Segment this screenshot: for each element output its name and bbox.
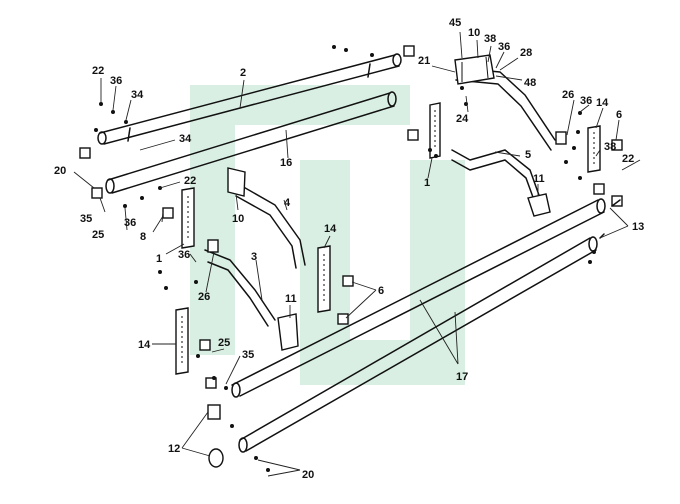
label-11-lower: 11 [285, 293, 297, 305]
label-25-lower: 25 [218, 337, 230, 349]
label-3: 3 [251, 251, 257, 263]
label-26-lower: 26 [198, 291, 210, 303]
label-6-right: 6 [616, 109, 622, 121]
label-35-lower: 35 [242, 349, 254, 361]
label-11-right: 11 [533, 173, 545, 185]
part-labels: 45 10 38 36 28 21 48 24 2 22 36 34 34 16… [54, 17, 644, 481]
label-20-left: 20 [54, 165, 66, 177]
fasteners [94, 45, 596, 472]
label-36-left: 36 [124, 217, 136, 229]
label-5: 5 [525, 149, 531, 161]
label-1-right: 1 [424, 177, 430, 189]
bracket-part-14-left [175, 307, 189, 375]
label-12: 12 [168, 443, 180, 455]
label-22-top: 22 [92, 65, 104, 77]
bracket-part-14-right [587, 125, 601, 173]
label-22-mid: 22 [184, 175, 196, 187]
label-25-left: 25 [92, 229, 104, 241]
label-17: 17 [456, 371, 468, 383]
label-2: 2 [240, 67, 246, 79]
label-13: 13 [632, 221, 644, 233]
tube-part-2 [97, 53, 402, 145]
bracket-part-1-left [181, 187, 195, 249]
label-4: 4 [284, 197, 291, 209]
label-16: 16 [280, 157, 292, 169]
bracket-part-1-right [429, 102, 441, 159]
label-36-lower: 36 [178, 249, 190, 261]
label-38: 38 [484, 33, 496, 45]
arm-part-5 [451, 67, 556, 217]
label-35-left: 35 [80, 213, 92, 225]
tube-part-16 [105, 91, 397, 194]
leader-lines [73, 31, 641, 477]
label-24: 24 [456, 113, 469, 125]
label-1-left: 1 [156, 253, 162, 265]
watermark-logo [190, 85, 465, 385]
label-10: 10 [468, 27, 480, 39]
label-34-top: 34 [131, 89, 144, 101]
label-21: 21 [418, 55, 430, 67]
label-14-right: 14 [596, 97, 609, 109]
label-34-mid: 34 [179, 133, 192, 145]
label-36: 36 [498, 41, 510, 53]
label-14-left: 14 [138, 339, 151, 351]
label-26-right: 26 [562, 89, 574, 101]
label-48: 48 [524, 77, 536, 89]
label-28: 28 [520, 47, 532, 59]
label-45: 45 [449, 17, 461, 29]
label-20-bottom: 20 [302, 469, 314, 481]
label-36-top: 36 [110, 75, 122, 87]
label-22-right: 22 [622, 153, 634, 165]
label-36-right: 36 [580, 95, 592, 107]
coupler-assembly [454, 54, 495, 85]
bracket-part-14-middle [317, 245, 331, 313]
label-38-right: 38 [604, 141, 616, 153]
clips-and-pads [79, 45, 623, 468]
label-10-mid: 10 [232, 213, 244, 225]
label-6-mid: 6 [378, 285, 384, 297]
label-8: 8 [140, 231, 146, 243]
label-14-mid: 14 [324, 223, 337, 235]
arm-part-4 [227, 167, 306, 269]
